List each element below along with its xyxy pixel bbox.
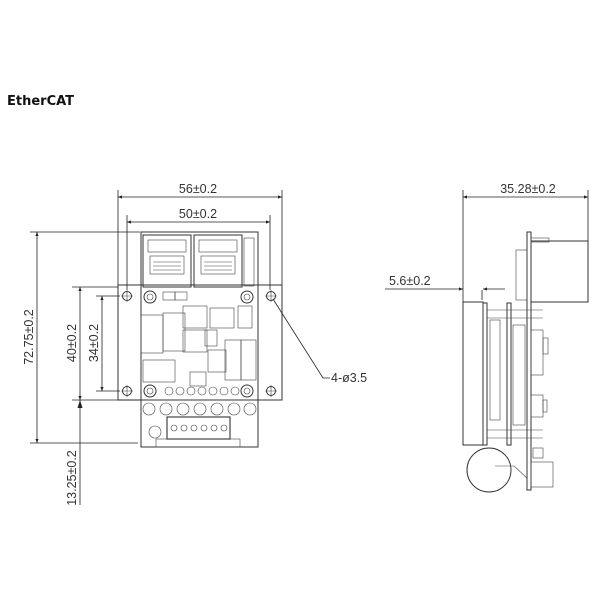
dimension-lines xyxy=(30,190,330,505)
front-view: 56±0.2 50±0.2 72.75±0.2 40±0.2 34±0.2 13… xyxy=(22,182,367,506)
hole-callout: 4-ø3.5 xyxy=(331,371,367,385)
dim-height-total: 72.75±0.2 xyxy=(22,309,36,365)
side-view: 35.28±0.2 5.6±0.2 xyxy=(385,182,589,493)
dim-width-holes: 50±0.2 xyxy=(179,207,217,221)
dim-width-outer: 56±0.2 xyxy=(179,182,217,196)
dim-bottom-offset: 13.25±0.2 xyxy=(65,450,79,506)
rj45-port-2 xyxy=(193,234,243,288)
pcb-components xyxy=(140,291,257,387)
drawing-title: EtherCAT xyxy=(7,94,75,109)
rj45-port-1 xyxy=(142,234,192,288)
mounting-holes xyxy=(121,290,277,398)
rj45-side xyxy=(530,240,589,303)
dim-height-holes: 34±0.2 xyxy=(87,324,101,362)
main-pcb xyxy=(526,231,532,491)
dim-depth: 35.28±0.2 xyxy=(500,182,556,196)
dim-offset: 5.6±0.2 xyxy=(389,274,431,288)
heatsink-block xyxy=(462,301,484,446)
mounting-flange xyxy=(117,284,283,401)
dim-height-flange: 40±0.2 xyxy=(65,324,79,362)
terminal-block xyxy=(142,386,257,448)
battery-coin-cell xyxy=(466,447,512,493)
